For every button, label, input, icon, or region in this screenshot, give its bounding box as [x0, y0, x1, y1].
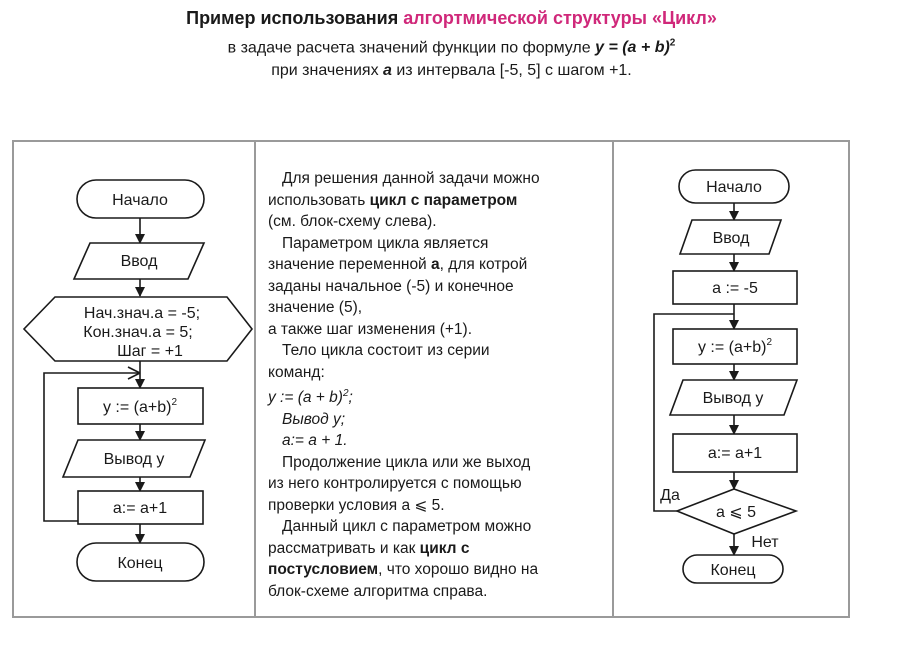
p4-line2: из него контролируется с помощью	[268, 475, 522, 493]
right-increment-label: a:= a+1	[708, 445, 762, 462]
left-output-label: Вывод y	[104, 451, 165, 468]
subtitle2-var: a	[383, 62, 392, 79]
p5-line3: постусловием, что хорошо видно на	[268, 559, 608, 581]
subtitle-formula: в задаче расчета значений функции по фор…	[0, 38, 903, 57]
p2-line5: а также шаг изменения (+1).	[268, 320, 473, 338]
page-title: Пример использования алгортмической стру…	[0, 8, 903, 29]
right-loop-back-line	[653, 313, 734, 512]
right-assign-text: y := (a+b)	[698, 339, 766, 356]
subtitle-interval: при значениях a из интервала [-5, 5] с ш…	[0, 62, 903, 80]
subtitle1-prefix: в задаче расчета значений функции по фор…	[227, 39, 596, 57]
right-end-label: Конец	[710, 562, 755, 579]
left-assign-power: 2	[171, 397, 177, 408]
left-loop-line1: Нач.знач.а = -5;	[84, 305, 200, 322]
left-assign-label: y := (a+b)2	[103, 397, 177, 416]
title-accent: алгортмической структуры «Цикл»	[403, 8, 717, 28]
p5-line1: Данный цикл с параметром можно	[282, 518, 532, 536]
p5-line3-a: постусловием	[268, 561, 379, 579]
right-assign-box	[672, 328, 798, 365]
right-output-parallelogram	[668, 379, 799, 416]
right-start-label: Начало	[706, 179, 762, 196]
left-loop-hexagon	[22, 296, 254, 362]
left-loop-back-arrow2	[127, 372, 141, 380]
cmd1-end: ;	[348, 389, 353, 407]
p2-line2: значение переменной а, для котрой	[268, 254, 608, 276]
p5-line2: рассматривать и как цикл с	[268, 538, 608, 560]
left-output-parallelogram	[61, 439, 207, 478]
cmd1-power: 2	[342, 388, 349, 399]
p2-line2-c: , для котрой	[439, 256, 528, 273]
left-end-terminal	[76, 542, 205, 582]
p3-line2: команд:	[268, 363, 325, 381]
p5-line2-b: цикл с	[419, 539, 470, 557]
left-increment-label: a:= a+1	[113, 500, 167, 517]
p5-line3-b: , что хорошо видно на	[378, 561, 539, 579]
title-prefix: Пример использования	[186, 8, 404, 28]
cmd1-text: y := (a + b)	[268, 389, 343, 407]
p1-line3: (см. блок-схему слева).	[268, 213, 437, 230]
right-no-label: Нет	[751, 534, 779, 551]
p2-line2-b: а	[431, 256, 440, 273]
subtitle2-prefix: при значениях	[271, 62, 384, 79]
p4-line1: Продолжение цикла или же выход	[282, 453, 531, 471]
subtitle2-suffix: из интервала [-5, 5] с шагом +1.	[391, 62, 632, 79]
p5-line4: блок-схеме алгоритма справа.	[268, 582, 488, 600]
p2-line3: заданы начальное (-5) и конечное	[268, 277, 514, 295]
right-input-parallelogram	[678, 219, 783, 255]
p3-line1: Тело цикла состоит из серии	[282, 342, 490, 359]
p2-line2-a: значение переменной	[268, 256, 432, 273]
column-divider-right	[612, 140, 614, 618]
explanation-text: Для решения данной задачи можно использо…	[268, 168, 608, 602]
p1-line2: использовать цикл с параметром	[268, 190, 608, 212]
p1-line2-a: использовать	[268, 191, 370, 209]
column-divider-left	[254, 140, 256, 618]
cmd1-line: y := (a + b)2;	[268, 383, 608, 409]
right-condition-label: a ⩽ 5	[716, 504, 756, 521]
left-loop-line2: Кон.знач.а = 5;	[83, 324, 192, 341]
left-increment-box	[77, 490, 204, 525]
cmd2-line: Вывод y;	[282, 410, 346, 428]
left-input-parallelogram	[72, 242, 206, 280]
p1-line1: Для решения данной задачи можно	[282, 170, 540, 187]
p2-line1: Параметром цикла является	[282, 234, 489, 252]
p1-line2-b: цикл с параметром	[369, 191, 518, 209]
right-init-label: a := -5	[712, 280, 758, 297]
right-init-box	[672, 270, 798, 305]
right-end-terminal	[682, 554, 784, 584]
left-loop-line3: Шаг = +1	[117, 343, 183, 360]
right-assign-power: 2	[766, 337, 772, 348]
p5-line2-a: рассматривать и как	[268, 539, 420, 557]
subtitle1-power: 2	[669, 38, 676, 49]
left-end-label: Конец	[117, 555, 162, 572]
p4-line3: проверки условия а ⩽ 5.	[268, 496, 445, 514]
right-input-label: Ввод	[713, 230, 751, 247]
cmd3-line: a:= a + 1.	[282, 432, 348, 450]
subtitle1-formula: y = (a + b)	[595, 39, 670, 57]
right-yes-label: Да	[660, 487, 680, 504]
left-start-label: Начало	[112, 192, 168, 209]
right-assign-label: y := (a+b)2	[698, 337, 772, 356]
content-frame	[12, 140, 850, 618]
p2-line4: значение (5),	[268, 299, 363, 316]
left-loop-back-arrow	[127, 366, 141, 374]
left-assign-text: y := (a+b)	[103, 399, 171, 416]
right-increment-box	[672, 433, 798, 473]
right-output-label: Вывод y	[703, 390, 764, 407]
left-assign-box	[77, 387, 204, 425]
left-input-label: Ввод	[121, 253, 159, 270]
